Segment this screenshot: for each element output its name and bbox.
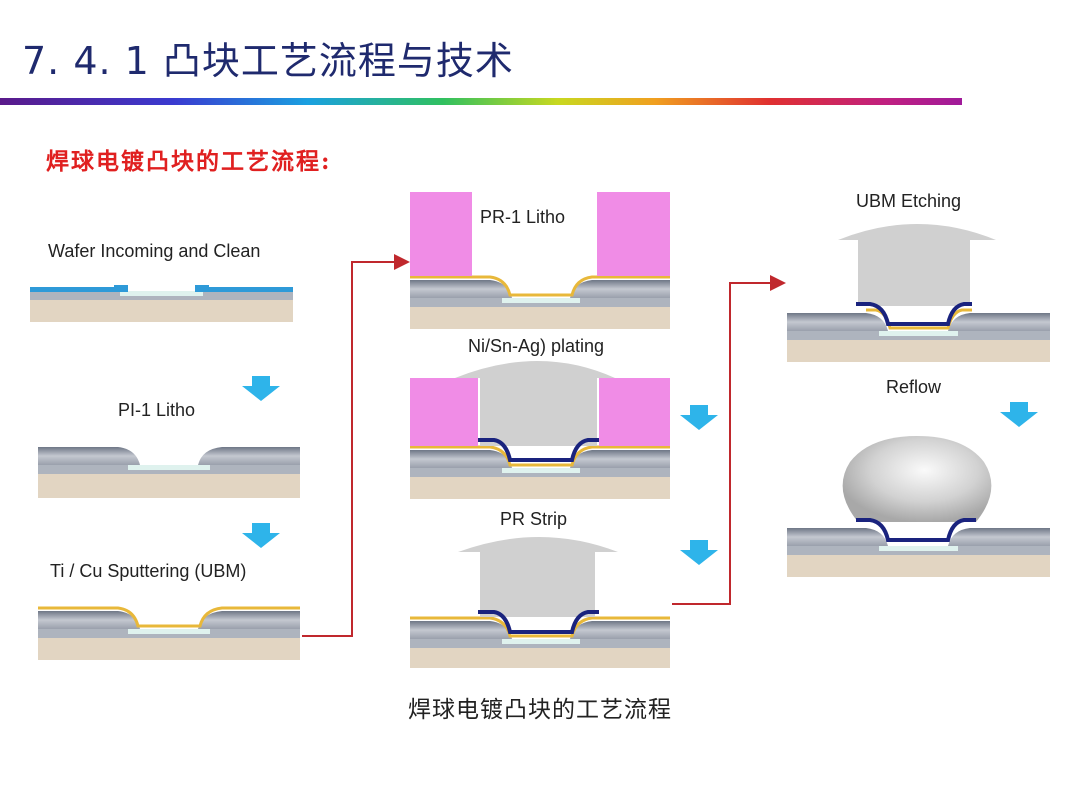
slide-title: 7. 4. 1 凸块工艺流程与技术 (22, 39, 514, 83)
title-gradient-bar (0, 98, 962, 105)
arrow-down-icon (680, 540, 718, 565)
step-label-wafer-clean: Wafer Incoming and Clean (48, 241, 260, 261)
arrow-down-icon (680, 405, 718, 430)
section-subtitle: 焊球电镀凸块的工艺流程: (46, 148, 332, 175)
cross-section-pi1-litho (38, 447, 300, 498)
flow-connector-col2-to-col3 (672, 275, 786, 605)
cross-section-ubm-sputtering (38, 606, 300, 660)
ubm-pad (856, 302, 972, 326)
cross-section-ubm-etching (787, 224, 1050, 362)
solder-cap (838, 224, 996, 306)
arrow-down-icon (242, 376, 280, 401)
solder-ball (842, 436, 992, 522)
step-label-ubm-etching: UBM Etching (856, 191, 961, 211)
ubm-pad (478, 610, 599, 634)
photoresist-right (599, 378, 670, 446)
photoresist-left (410, 378, 478, 446)
solder-cap (455, 361, 615, 446)
step-label-pr1-litho: PR-1 Litho (480, 207, 565, 227)
arrow-down-icon (1000, 402, 1038, 427)
cross-section-pr-strip (410, 537, 670, 668)
cross-section-reflow (787, 436, 1050, 577)
step-label-plating: Ni/Sn-Ag) plating (468, 336, 604, 356)
cross-section-wafer-clean (30, 285, 293, 322)
photoresist-left (410, 192, 472, 276)
step-label-ubm-sputtering: Ti / Cu Sputtering (UBM) (50, 561, 246, 581)
photoresist-right (597, 192, 670, 276)
cross-section-plating (410, 361, 670, 499)
ubm-pad (478, 438, 599, 462)
step-label-pi1-litho: PI-1 Litho (118, 400, 195, 420)
cross-section-pr1-litho (410, 192, 670, 329)
ubm-pad (856, 518, 976, 542)
step-label-pr-strip: PR Strip (500, 509, 567, 529)
arrow-down-icon (242, 523, 280, 548)
figure-caption: 焊球电镀凸块的工艺流程 (408, 697, 672, 723)
flow-connector-col1-to-col2 (302, 254, 410, 637)
solder-cap (458, 537, 618, 617)
step-label-reflow: Reflow (886, 377, 942, 397)
